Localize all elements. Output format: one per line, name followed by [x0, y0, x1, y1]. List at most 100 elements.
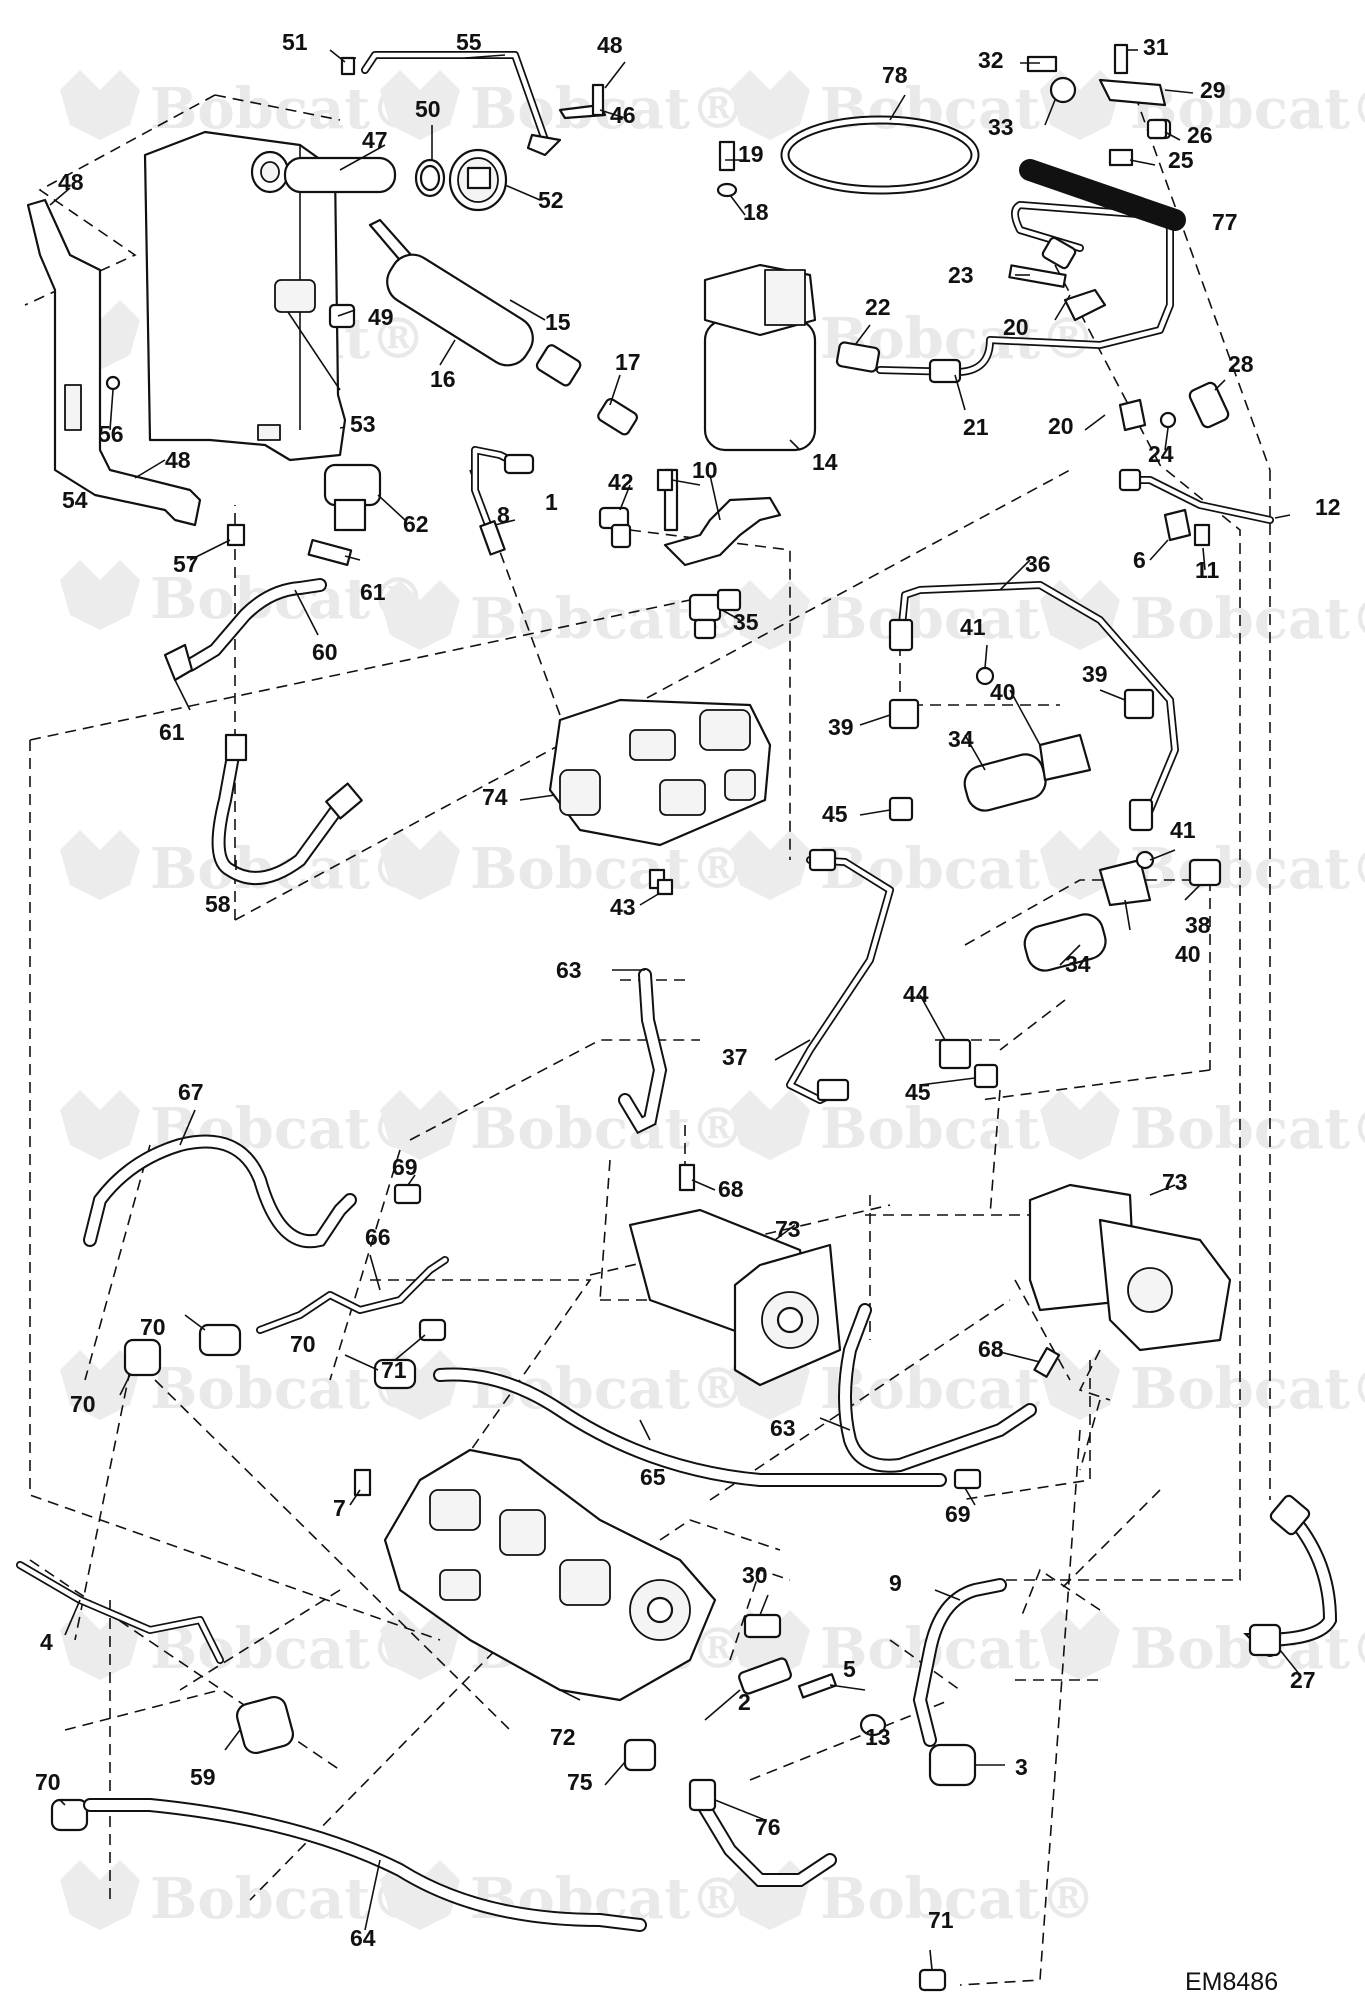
callout-23: 23: [948, 262, 974, 288]
bobcat-logo-icon: [730, 70, 810, 140]
callout-69-2: 69: [945, 1501, 971, 1527]
watermark-layer: Bobcat®Bobcat®Bobcat®Bobcat®Bobcat®Bobca…: [60, 70, 1365, 1932]
callout-28: 28: [1228, 351, 1254, 377]
part-69-fitting-lower: [953, 1468, 982, 1490]
watermark-text: Bobcat®: [470, 76, 746, 142]
part-59-elbow: [235, 1695, 295, 1755]
callout-72: 72: [550, 1724, 576, 1750]
callout-3: 3: [1015, 1754, 1028, 1780]
callout-64: 64: [350, 1925, 376, 1951]
callout-73-2: 73: [1162, 1169, 1188, 1195]
callout-16: 16: [430, 366, 456, 392]
callout-61: 61: [360, 579, 386, 605]
callout-35: 35: [733, 609, 759, 635]
callout-11: 11: [1195, 557, 1220, 583]
callout-77: 77: [1212, 209, 1238, 235]
callout-39: 39: [828, 714, 854, 740]
parts: [16, 43, 1338, 1992]
callout-39-2: 39: [1082, 661, 1108, 687]
callout-42: 42: [608, 469, 634, 495]
part-74-control-valve: [548, 698, 772, 890]
callout-4: 4: [40, 1629, 53, 1655]
bobcat-logo-icon: [60, 70, 140, 140]
callout-20: 20: [1003, 314, 1029, 340]
callout-27: 27: [1290, 1667, 1316, 1693]
callout-22: 22: [865, 294, 891, 320]
part-38-elbow: [1188, 858, 1222, 887]
part-63-hose-upper: [618, 968, 668, 1135]
callout-37: 37: [722, 1044, 748, 1070]
callout-20-2: 20: [1048, 413, 1074, 439]
callout-63-2: 63: [770, 1415, 796, 1441]
part-54-tank-bracket: [26, 198, 202, 527]
callout-51: 51: [282, 29, 308, 55]
callout-56: 56: [98, 421, 124, 447]
part-37-pilot-line: [786, 848, 894, 1104]
part-61-hose-clamp-lower: [163, 643, 194, 682]
callout-5: 5: [843, 1656, 856, 1682]
part-71-fitting-upper: [418, 1318, 447, 1342]
watermark-text: Bobcat®: [150, 1866, 426, 1932]
callout-layer: 1234567891011121314151617181920202122232…: [35, 29, 1341, 1951]
part-6-clamp: [1163, 508, 1192, 542]
callout-59: 59: [190, 1764, 216, 1790]
part-77-protective-sleeve: [1019, 159, 1186, 231]
part-12-tube: [1118, 468, 1274, 524]
bobcat-logo-icon: [380, 1090, 460, 1160]
part-39-tee: [888, 688, 1155, 730]
part-50-o-ring: [414, 158, 446, 198]
callout-47: 47: [362, 127, 388, 153]
part-30-fitting: [743, 1613, 782, 1639]
watermark-6: Bobcat®: [60, 1350, 426, 1422]
bobcat-logo-icon: [1040, 1090, 1120, 1160]
callout-17: 17: [615, 349, 641, 375]
part-15-inline-filter: [368, 218, 582, 387]
callout-48-2: 48: [58, 169, 84, 195]
part-10-bracket: [663, 468, 782, 567]
part-34-accumulator-upper: [963, 753, 1047, 812]
part-73-drive-motor-right: [1028, 1183, 1232, 1352]
callout-76: 76: [755, 1814, 781, 1840]
bobcat-logo-icon: [60, 830, 140, 900]
callout-48-3: 48: [165, 447, 191, 473]
part-27-hose: [1243, 1494, 1338, 1657]
watermark-26: Bobcat®: [1040, 830, 1365, 902]
callout-21: 21: [963, 414, 989, 440]
watermark-16: Bobcat®: [730, 70, 1096, 142]
bobcat-logo-icon: [1040, 1610, 1120, 1680]
part-17-fitting: [597, 398, 638, 436]
watermark-8: Bobcat®: [60, 1860, 426, 1932]
part-56-nut: [105, 375, 121, 391]
callout-29: 29: [1200, 77, 1226, 103]
watermark-text: Bobcat®: [1130, 586, 1365, 652]
callout-60: 60: [312, 639, 338, 665]
callout-9: 9: [889, 1570, 902, 1596]
callout-18: 18: [743, 199, 769, 225]
part-45-cap: [888, 796, 999, 1089]
part-8-brake-line: [471, 446, 535, 556]
callout-15: 15: [545, 309, 571, 335]
callout-71: 71: [381, 1357, 407, 1383]
part-26-fitting: [1146, 118, 1168, 140]
part-2-flange-clamp: [738, 1657, 838, 1699]
part-70-elbow-c: [123, 1338, 162, 1377]
part-1-elbow: [598, 506, 632, 549]
part-70-elbow-a: [198, 1323, 242, 1357]
part-44-tee: [938, 1038, 972, 1070]
callout-43: 43: [610, 894, 636, 920]
callout-78: 78: [882, 62, 908, 88]
part-57-fitting: [226, 523, 246, 547]
watermark-text: Bobcat®: [150, 566, 426, 632]
callout-73: 73: [775, 1216, 801, 1242]
callout-40-2: 40: [1175, 941, 1201, 967]
callout-50: 50: [415, 96, 441, 122]
part-47-filler-neck: [283, 156, 397, 194]
callout-58: 58: [205, 891, 231, 917]
part-72-hydrostatic-pump: [383, 1448, 717, 1702]
callout-67: 67: [178, 1079, 204, 1105]
callout-68-2: 68: [978, 1336, 1004, 1362]
part-73-drive-motor-left: [628, 1208, 842, 1387]
part-36-pilot-line: [888, 581, 1179, 832]
callout-31: 31: [1143, 34, 1169, 60]
